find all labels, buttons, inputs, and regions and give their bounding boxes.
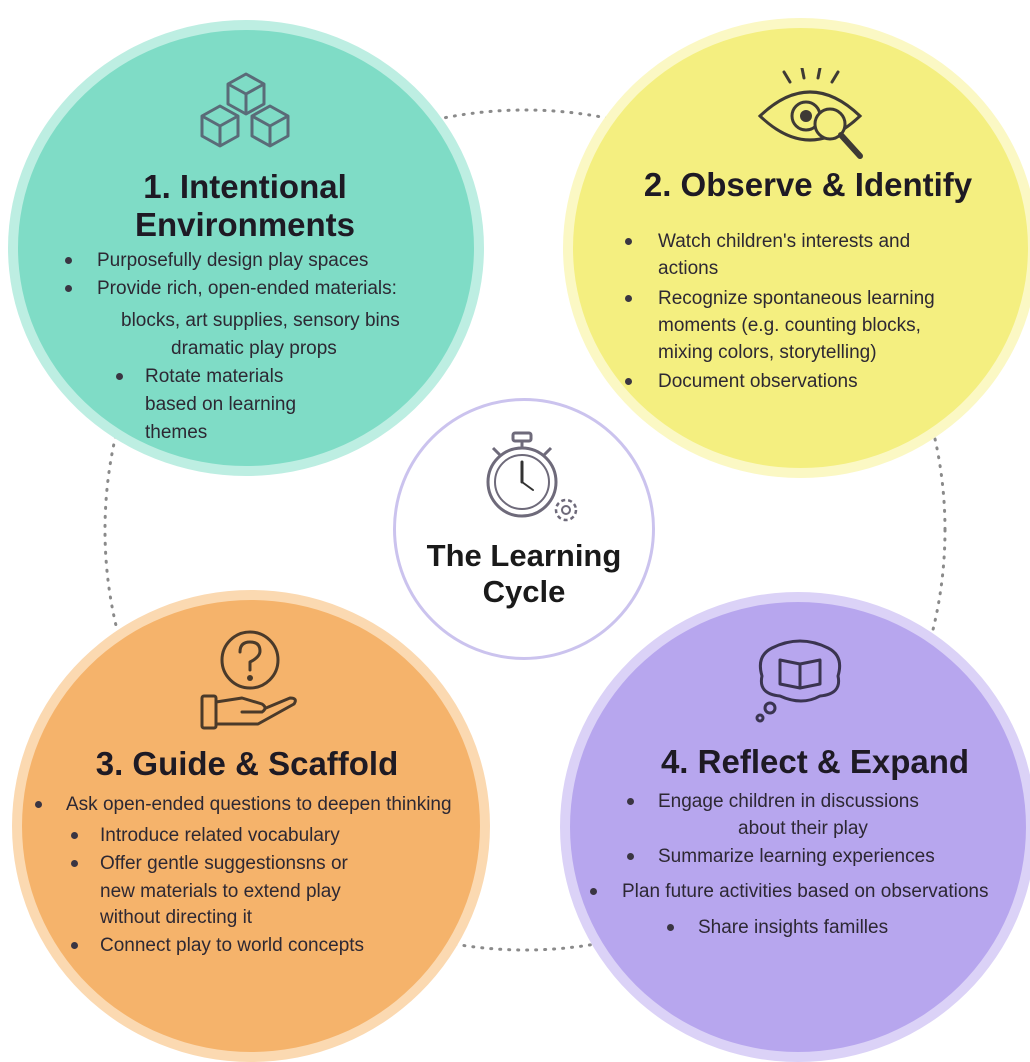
bullet-item: Introduce related vocabulary	[71, 824, 340, 847]
bullet-item: about their play	[738, 818, 868, 839]
bullet-item: Engage children in discussions	[627, 790, 919, 813]
bullet-item: Connect play to world concepts	[71, 934, 364, 957]
quadrant-2-title: 2. Observe & Identify	[643, 166, 973, 203]
bullet-item: Share insights familles	[667, 916, 888, 939]
quadrant-1-title: 1. Intentional Environments	[134, 168, 356, 243]
hand-question-icon	[200, 630, 297, 730]
bullet-item: Recognize spontaneous learning	[625, 287, 935, 310]
bullet-item: Rotate materials	[116, 365, 283, 388]
bullet-item: Provide rich, open-ended materials:	[65, 277, 397, 300]
bullet-item: Summarize learning experiences	[627, 845, 935, 868]
bullet-item: without directing it	[100, 907, 253, 928]
book-thought-icon	[755, 639, 842, 723]
bullet-item: Ask open-ended questions to deepen think…	[35, 793, 452, 816]
stopwatch-gear-icon	[486, 431, 578, 522]
bullet-item: Document observations	[625, 370, 858, 393]
learning-cycle-hub	[393, 398, 655, 660]
bullet-item: based on learning	[145, 394, 297, 415]
bullet-item: Purposefully design play spaces	[65, 249, 368, 272]
bullet-item: themes	[145, 422, 208, 443]
quadrant-4-title: 4. Reflect & Expand	[660, 743, 970, 780]
bullet-item: Plan future activities based on observat…	[590, 880, 989, 903]
cubes-icon	[200, 72, 290, 148]
bullet-item: dramatic play props	[171, 338, 337, 359]
bullet-item: Offer gentle suggestionsns or	[71, 852, 348, 875]
bullet-item: Watch children's interests and	[625, 230, 910, 253]
quadrant-3-title: 3. Guide & Scaffold	[95, 745, 399, 782]
quadrant-guide-scaffold	[12, 590, 490, 1062]
bullet-item: actions	[658, 258, 719, 279]
bullet-item: new materials to extend play	[100, 881, 341, 902]
bullet-item: blocks, art supplies, sensory bins	[121, 310, 400, 331]
hub-title: The Learning Cycle	[426, 538, 622, 609]
eye-magnifier-icon	[757, 68, 863, 159]
bullet-item: moments (e.g. counting blocks,	[658, 315, 921, 336]
bullet-item: mixing colors, storytelling)	[658, 342, 877, 363]
